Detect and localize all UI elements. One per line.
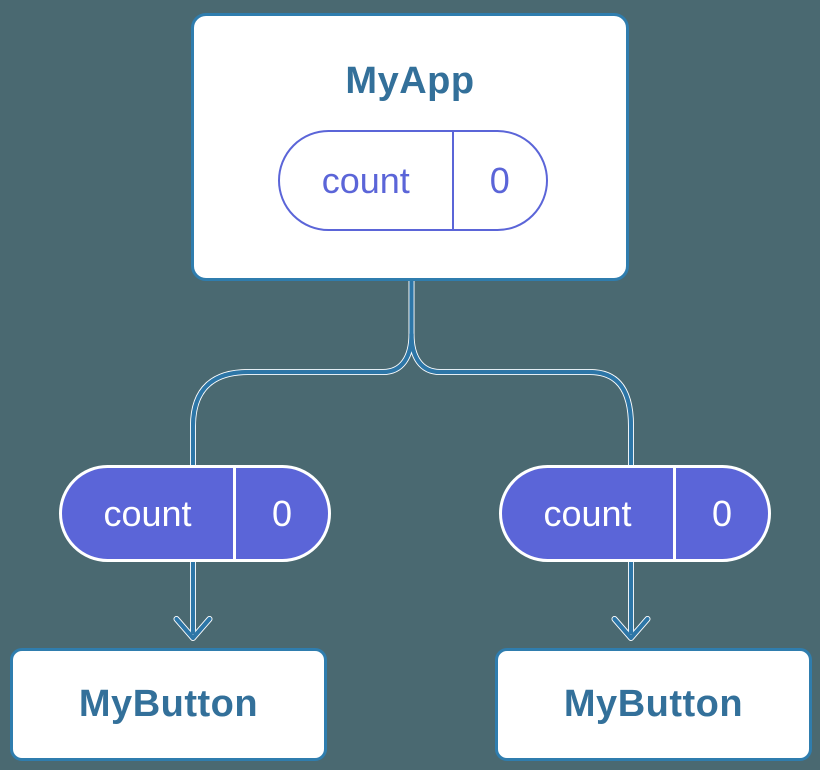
prop-value-left: 0 [233, 468, 328, 559]
component-card-mybutton-left: MyButton [10, 648, 327, 761]
prop-pill-left: count 0 [59, 465, 331, 562]
connector-lines [174, 277, 650, 641]
component-card-mybutton-right: MyButton [495, 648, 812, 761]
connector-left-branch [190, 331, 414, 635]
state-pill: count 0 [278, 130, 548, 231]
arrow-down-left-icon [174, 616, 212, 641]
component-card-myapp: MyApp count 0 [191, 13, 629, 281]
component-title-myapp: MyApp [345, 60, 475, 102]
prop-value-right: 0 [673, 468, 768, 559]
prop-name-right: count [543, 492, 632, 534]
component-title-mybutton-left: MyButton [78, 683, 259, 725]
state-value: 0 [451, 132, 547, 229]
state-name: count [321, 159, 410, 201]
prop-name-left: count [103, 492, 192, 534]
connector-right-branch [409, 331, 634, 635]
prop-pill-right: count 0 [499, 465, 771, 562]
component-title-mybutton-right: MyButton [563, 683, 744, 725]
arrow-down-right-icon [612, 616, 650, 641]
